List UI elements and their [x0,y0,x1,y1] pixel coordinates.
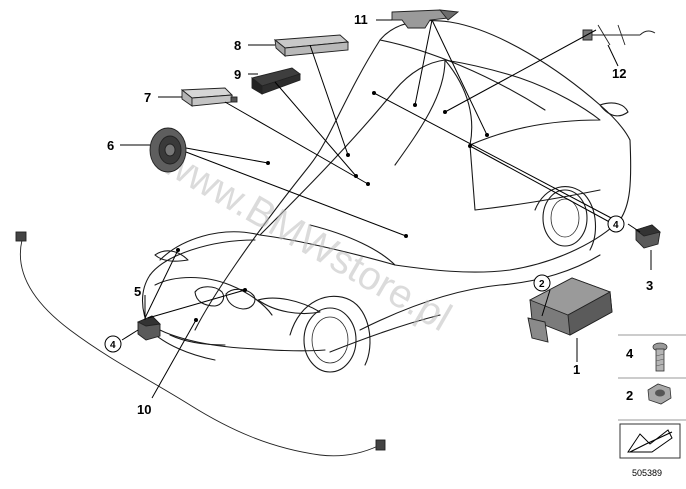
svg-text:4: 4 [613,220,619,231]
bolt-icon [652,342,668,372]
callout-3: 3 [646,278,653,293]
part-5-sensor [136,315,161,341]
part-9-module [251,67,301,95]
leader-lines [120,19,652,399]
circled-callout-4-left: 4 [104,335,122,353]
callout-11: 11 [354,12,368,27]
arrow-icon [619,423,681,459]
callout-5: 5 [134,284,141,299]
part-3-sensor [635,224,661,249]
part-10-cable [15,231,386,457]
circled-callout-2-module: 2 [533,274,551,292]
nut-icon [647,383,672,405]
callout-1: 1 [573,362,580,377]
diagram-id: 505389 [632,468,662,478]
part-7-module [180,87,238,107]
callout-12: 12 [612,66,626,81]
car-outline [141,20,632,373]
legend-panel: 4 2 [618,334,686,459]
part-8-module [273,34,350,58]
part-1-control-unit [527,277,613,343]
part-6-speaker [149,127,187,173]
callout-9: 9 [234,67,241,82]
callout-8: 8 [234,38,241,53]
callout-6: 6 [107,138,114,153]
part-12-wiring [582,24,656,46]
circled-callout-4-right: 4 [607,215,625,233]
legend-bolt-number: 4 [626,346,634,361]
svg-text:2: 2 [539,279,545,290]
svg-text:4: 4 [110,340,116,351]
callout-7: 7 [144,90,151,105]
part-11-sensor-strip [391,9,460,29]
callout-10: 10 [137,402,151,417]
legend-nut-number: 2 [626,388,633,403]
leader-dots [176,91,489,322]
